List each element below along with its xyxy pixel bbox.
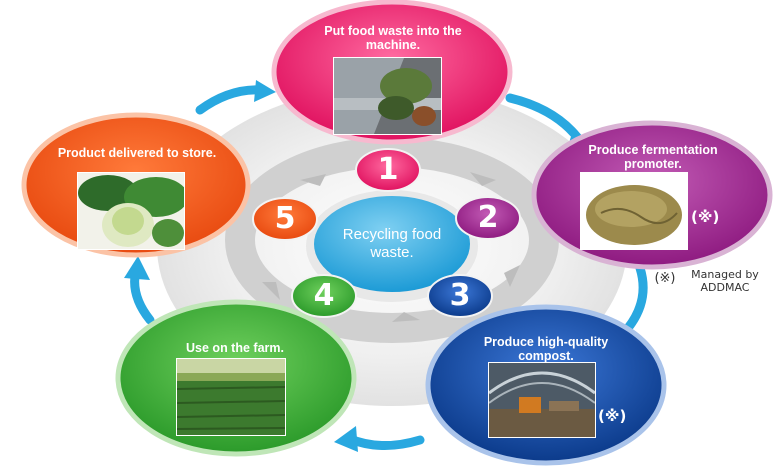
- step-1-title: Put food waste into the machine.: [324, 24, 462, 52]
- badge-3: [427, 274, 493, 318]
- center-circle: [314, 196, 470, 292]
- badge-1: [355, 148, 421, 192]
- step-3-title: Produce high-quality compost.: [483, 335, 609, 363]
- farm-field-photo: [176, 358, 286, 436]
- step-4-title: Use on the farm.: [186, 341, 284, 355]
- center-label: Recycling food waste.: [342, 226, 442, 261]
- badge-5: [252, 197, 318, 241]
- badge-4: [291, 274, 357, 318]
- step-3-ref-mark: (※): [598, 407, 627, 425]
- vegetables-photo: [77, 172, 185, 250]
- step-2-ref-mark: (※): [691, 208, 720, 226]
- food-waste-machine-photo: [333, 57, 442, 135]
- fermentation-promoter-photo: [580, 172, 688, 250]
- badge-3-number: 3: [449, 278, 471, 313]
- note-text: Managed by ADDMAC: [691, 268, 759, 294]
- badge-2-number: 2: [477, 200, 499, 235]
- note-mark: (※): [654, 271, 676, 286]
- step-2-title: Produce fermentation promoter.: [588, 143, 718, 171]
- step-5-title: Product delivered to store.: [57, 146, 217, 160]
- badge-4-number: 4: [313, 278, 335, 313]
- badge-5-number: 5: [274, 201, 296, 236]
- compost-facility-photo: [488, 362, 596, 438]
- badge-1-number: 1: [377, 152, 399, 187]
- badge-2: [455, 196, 521, 240]
